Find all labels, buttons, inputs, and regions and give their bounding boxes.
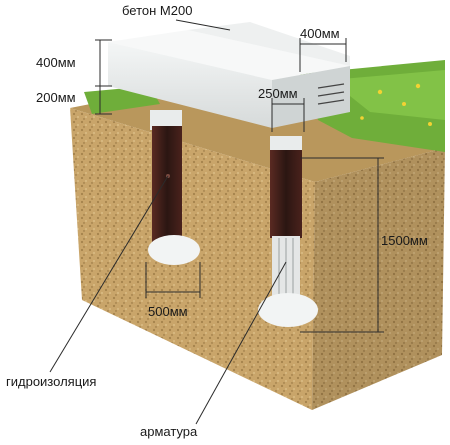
rebar-label: арматура: [140, 424, 198, 439]
depth-1500-label: 1500мм: [381, 233, 428, 248]
depth-200-label: 200мм: [36, 90, 76, 105]
height-400-label: 400мм: [36, 55, 76, 70]
left-pillar-base: [148, 235, 200, 265]
right-pillar-waterproofing: [270, 150, 302, 238]
concrete-grillage: [108, 22, 350, 128]
left-pillar-waterproofing: [152, 126, 182, 244]
right-pillar: [258, 136, 318, 327]
base-500-label: 500мм: [148, 304, 188, 319]
pillar-250-label: 250мм: [258, 86, 298, 101]
right-pillar-base: [258, 293, 318, 327]
width-400-label: 400мм: [300, 26, 340, 41]
concrete-label: бетон М200: [122, 3, 192, 18]
dimension-lines: [49, 19, 384, 425]
waterproofing-label: гидроизоляция: [6, 374, 96, 389]
left-pillar: [148, 110, 200, 265]
